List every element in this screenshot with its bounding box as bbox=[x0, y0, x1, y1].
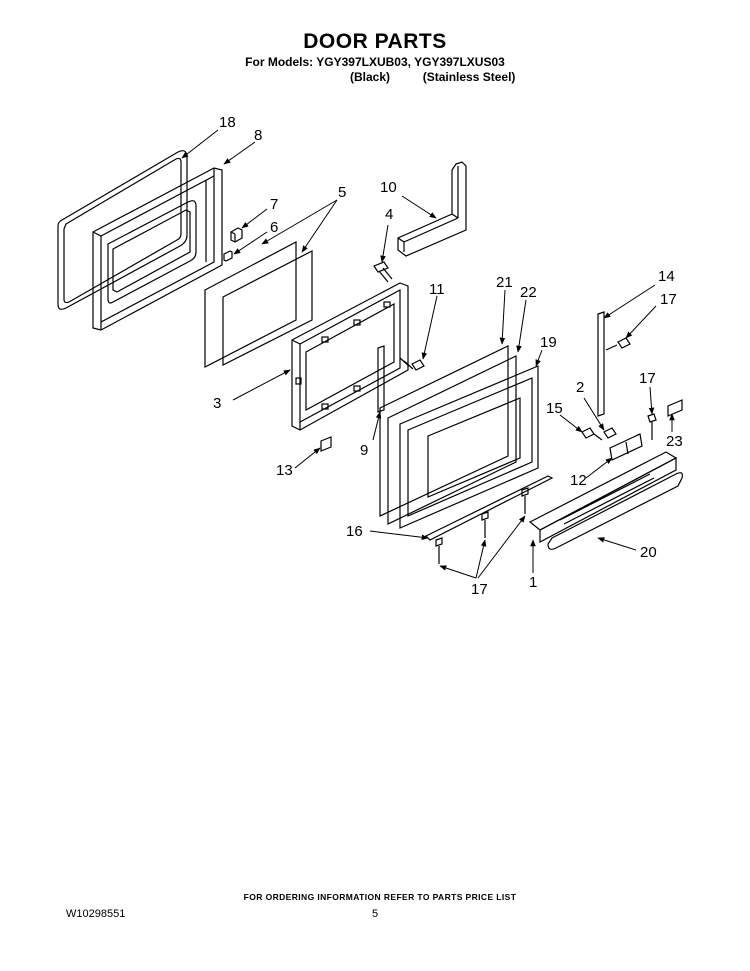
callout-17-vertical: 17 bbox=[639, 370, 656, 387]
callout-7: 7 bbox=[270, 196, 278, 213]
part-2-screw bbox=[603, 427, 617, 439]
callout-10: 10 bbox=[380, 179, 397, 196]
part-9-strip bbox=[377, 345, 385, 413]
part-19-outer-door bbox=[399, 365, 539, 529]
callout-8: 8 bbox=[254, 127, 262, 144]
model-variants: (Black) (Stainless Steel) bbox=[350, 70, 515, 84]
callout-5: 5 bbox=[338, 184, 346, 201]
page-number: 5 bbox=[372, 908, 379, 920]
callout-21: 21 bbox=[496, 274, 513, 291]
callout-12: 12 bbox=[570, 472, 587, 489]
callout-16: 16 bbox=[346, 523, 363, 540]
page-title: DOOR PARTS bbox=[303, 30, 447, 53]
callout-14: 14 bbox=[658, 268, 675, 285]
callout-19: 19 bbox=[540, 334, 557, 351]
part-14-side-rail bbox=[597, 311, 605, 417]
callout-3: 3 bbox=[213, 395, 221, 412]
part-12-bracket bbox=[609, 433, 643, 461]
callout-6: 6 bbox=[270, 219, 278, 236]
part-17-screws-bottom bbox=[435, 487, 529, 564]
part-4-screw bbox=[373, 261, 393, 283]
part-21-glass bbox=[379, 345, 509, 517]
callout-18: 18 bbox=[219, 114, 236, 131]
callout-17-rail: 17 bbox=[660, 291, 677, 308]
part-7-clip bbox=[230, 227, 243, 243]
part-20-handle bbox=[547, 472, 683, 550]
callout-2: 2 bbox=[576, 379, 584, 396]
callout-13: 13 bbox=[276, 462, 293, 479]
callout-11: 11 bbox=[429, 281, 445, 298]
part-17-screw-rail bbox=[605, 337, 631, 351]
ordering-note: FOR ORDERING INFORMATION REFER TO PARTS … bbox=[243, 892, 517, 902]
document-number: W10298551 bbox=[66, 908, 126, 920]
part-11-screw bbox=[399, 357, 425, 371]
part-3-door-frame bbox=[291, 282, 409, 431]
callout-17-bottom: 17 bbox=[471, 581, 488, 598]
part-13-pad bbox=[320, 436, 332, 452]
callout-20: 20 bbox=[640, 544, 657, 561]
part-6-clip bbox=[223, 250, 233, 262]
part-15-screw bbox=[581, 427, 603, 441]
part-18-door-gasket bbox=[57, 150, 188, 310]
part-22-glass bbox=[387, 355, 517, 525]
callout-1: 1 bbox=[529, 574, 537, 591]
variant-stainless: (Stainless Steel) bbox=[422, 70, 516, 84]
part-23-label bbox=[667, 399, 683, 417]
part-8-inner-door-panel bbox=[92, 167, 223, 331]
variant-black: (Black) bbox=[350, 70, 391, 84]
callout-23: 23 bbox=[666, 433, 683, 450]
callout-22: 22 bbox=[520, 284, 537, 301]
models-line: For Models: YGY397LXUB03, YGY397LXUS03 bbox=[245, 55, 505, 69]
part-17-screw-vertical bbox=[647, 413, 657, 440]
callout-9: 9 bbox=[360, 442, 368, 459]
callout-4: 4 bbox=[385, 206, 393, 223]
part-10-vent-duct bbox=[397, 161, 467, 257]
part-1-vent-trim bbox=[528, 451, 678, 543]
callout-15: 15 bbox=[546, 400, 563, 417]
part-5-inner-glass bbox=[204, 241, 313, 368]
